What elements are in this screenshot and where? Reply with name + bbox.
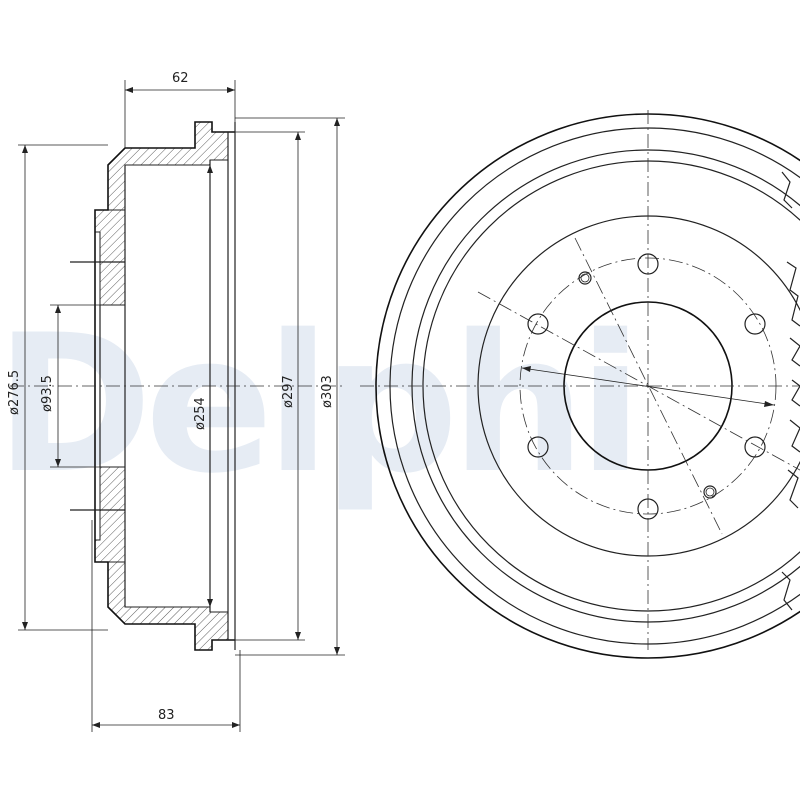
threaded-hole-1 bbox=[578, 271, 592, 285]
dim-dia-297: ø297 bbox=[281, 375, 296, 408]
stud-hole-3 bbox=[744, 436, 766, 458]
dim-dia-254: ø254 bbox=[193, 397, 208, 430]
stud-hole-5 bbox=[527, 436, 549, 458]
section-outline-top bbox=[94, 121, 235, 232]
section-flange-lower bbox=[94, 466, 126, 563]
bore-dim-arrow bbox=[521, 367, 775, 406]
dim-dia-303: ø303 bbox=[320, 375, 335, 408]
dim-dia-93-5: ø93.5 bbox=[40, 375, 55, 412]
stud-hole-6 bbox=[527, 313, 549, 335]
section-outline-bottom bbox=[94, 540, 235, 651]
brake-drum-front-view bbox=[360, 110, 800, 659]
threaded-hole-2 bbox=[703, 485, 717, 499]
stud-hole-2 bbox=[744, 313, 766, 335]
drum-ribs bbox=[781, 171, 800, 611]
dim-dia-276-5: ø276.5 bbox=[7, 370, 22, 415]
section-flange-upper bbox=[94, 209, 126, 306]
dim-62: 62 bbox=[172, 71, 189, 86]
brake-drum-cross-section: 62 83 ø276.5 ø93.5 ø254 ø297 bbox=[7, 71, 345, 732]
dim-83: 83 bbox=[158, 708, 175, 723]
